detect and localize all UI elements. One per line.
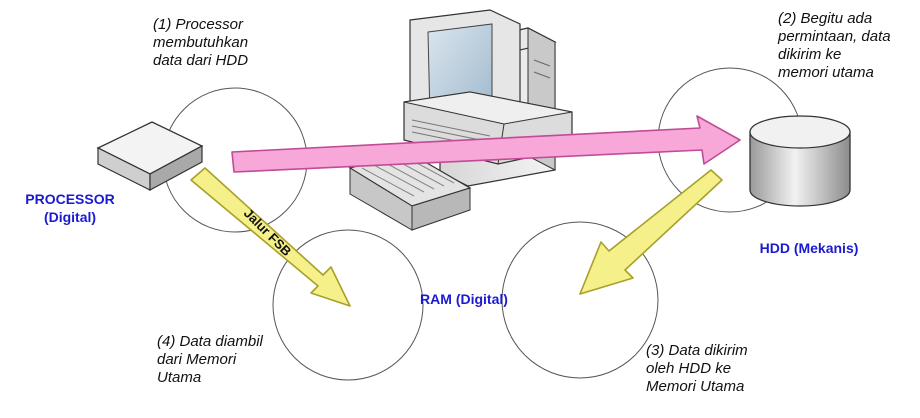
step4-note: (4) Data diambil dari Memori Utama [157, 333, 263, 386]
circle-ram-zone [272, 229, 424, 381]
step2-note: (2) Begitu ada permintaan, data dikirim … [778, 10, 891, 81]
hard-disk-cylinder-icon [749, 115, 851, 207]
request-arrow-processor-to-hdd [231, 115, 741, 173]
fsb-arrow-processor-to-ram [190, 167, 351, 307]
processor-label: PROCESSOR (Digital) [25, 191, 115, 225]
hdd-label: HDD (Mekanis) [759, 240, 859, 256]
desktop-computer-icon [348, 9, 573, 231]
data-arrow-hdd-to-ram [579, 169, 723, 295]
processor-chip-icon [96, 121, 204, 192]
circle-hdd-to-ram-zone [501, 221, 659, 379]
ram-label: RAM (Digital) [420, 291, 508, 307]
fsb-label: Jalur FSB [241, 206, 295, 260]
step3-note: (3) Data dikirim oleh HDD ke Memori Utam… [646, 342, 748, 395]
step1-note: (1) Processor membutuhkan data dari HDD [153, 16, 249, 69]
